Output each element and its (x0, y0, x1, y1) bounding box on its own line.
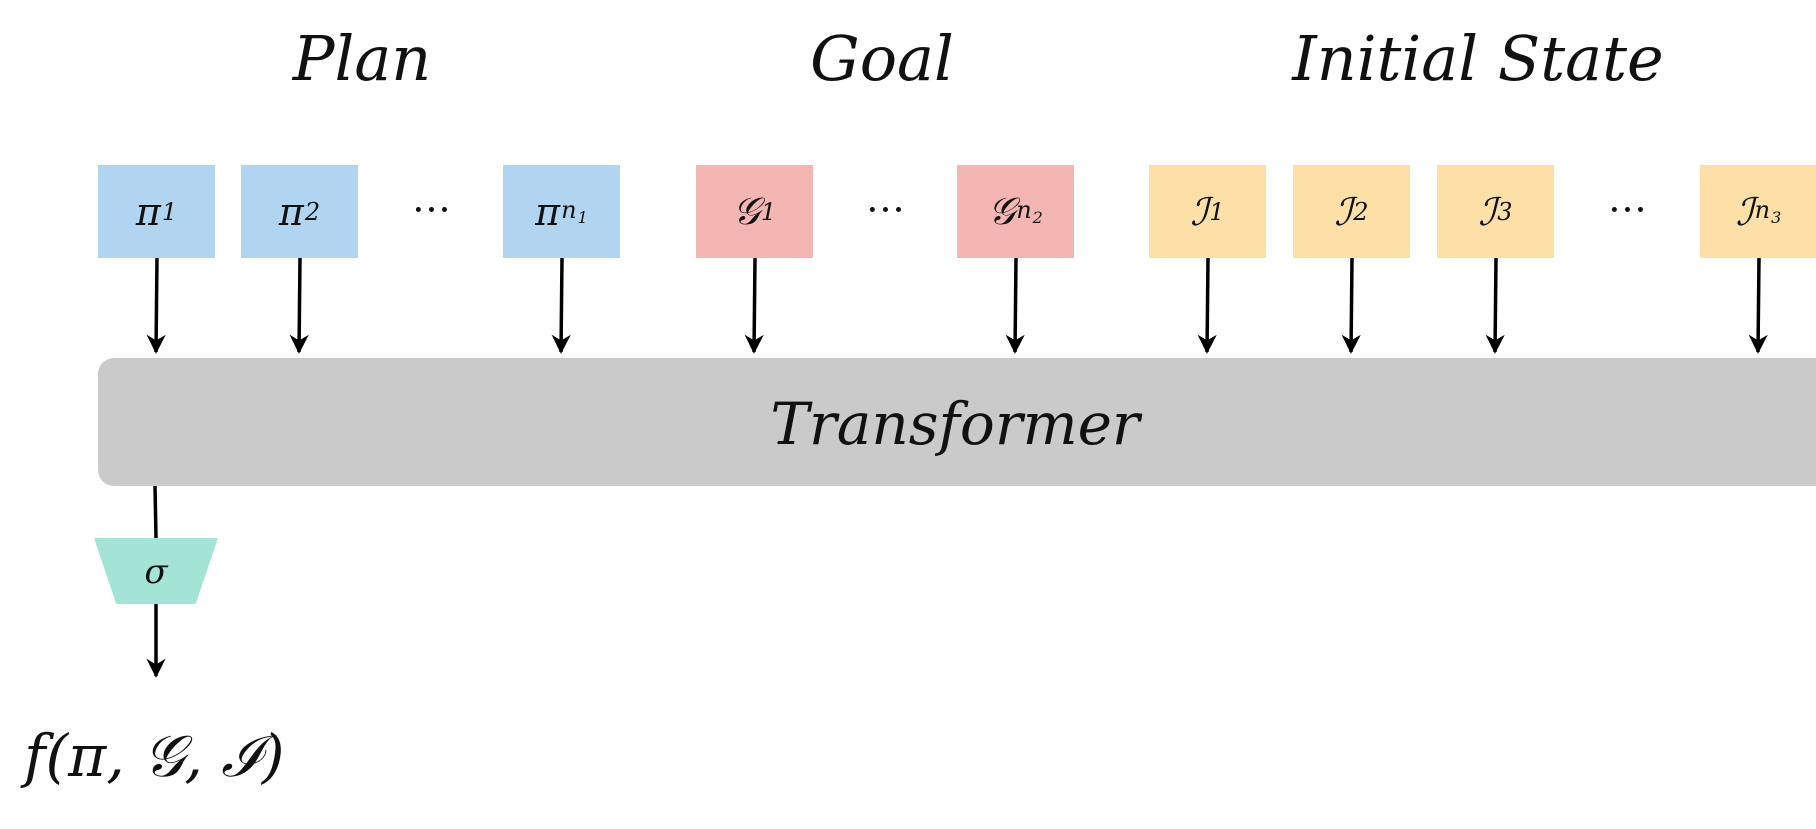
token-base: ℐ (1334, 189, 1353, 234)
goal-ellipsis: ··· (866, 188, 906, 232)
arrow-plan-n1 (551, 257, 571, 354)
token-sub: n2 (1016, 196, 1043, 227)
arrow-goal-1 (744, 257, 764, 354)
token-sub: 1 (760, 197, 777, 226)
token-base: π (535, 189, 561, 234)
token-sub: 1 (161, 197, 178, 226)
input-arrows (146, 257, 1768, 354)
initial-state-header: Initial State (1292, 22, 1664, 95)
token-sub: n1 (561, 196, 588, 227)
token-base: ℐ (1735, 189, 1754, 234)
arrow-init-2 (1341, 257, 1361, 354)
token-sub: 2 (304, 197, 321, 226)
transformer-block (98, 358, 1816, 486)
transformer-label: Transformer (770, 390, 1140, 458)
arrow-plan-2 (289, 257, 309, 354)
arrow-goal-n2 (1005, 257, 1025, 354)
initial-state-ellipsis: ··· (1608, 188, 1648, 232)
sigma-label: σ (144, 552, 168, 592)
token-base: 𝒢 (732, 189, 760, 233)
arrow-plan-1 (146, 257, 166, 354)
goal-header: Goal (810, 22, 954, 95)
token-sub: 1 (1209, 197, 1225, 226)
token-base: π (278, 189, 304, 234)
token-base: 𝒢 (988, 189, 1016, 233)
token-sub: 3 (1497, 197, 1513, 226)
plan-header: Plan (292, 22, 432, 95)
plan-ellipsis: ··· (412, 188, 452, 232)
arrow-init-n3 (1748, 257, 1768, 354)
token-subsub: 2 (1032, 208, 1043, 227)
token-sub: n3 (1754, 196, 1782, 227)
token-base: π (135, 189, 161, 234)
token-base: ℐ (1478, 189, 1497, 234)
token-base: ℐ (1190, 189, 1209, 234)
output-label: f(π, 𝒢, ℐ) (24, 722, 285, 790)
arrow-init-3 (1485, 257, 1505, 354)
transformer-to-sigma-line (153, 485, 158, 539)
arrow-init-1 (1197, 257, 1217, 354)
sigma-head (94, 538, 218, 604)
token-subsub: 3 (1771, 208, 1782, 227)
token-sub: 2 (1353, 197, 1369, 226)
token-subsub: 1 (577, 208, 588, 227)
